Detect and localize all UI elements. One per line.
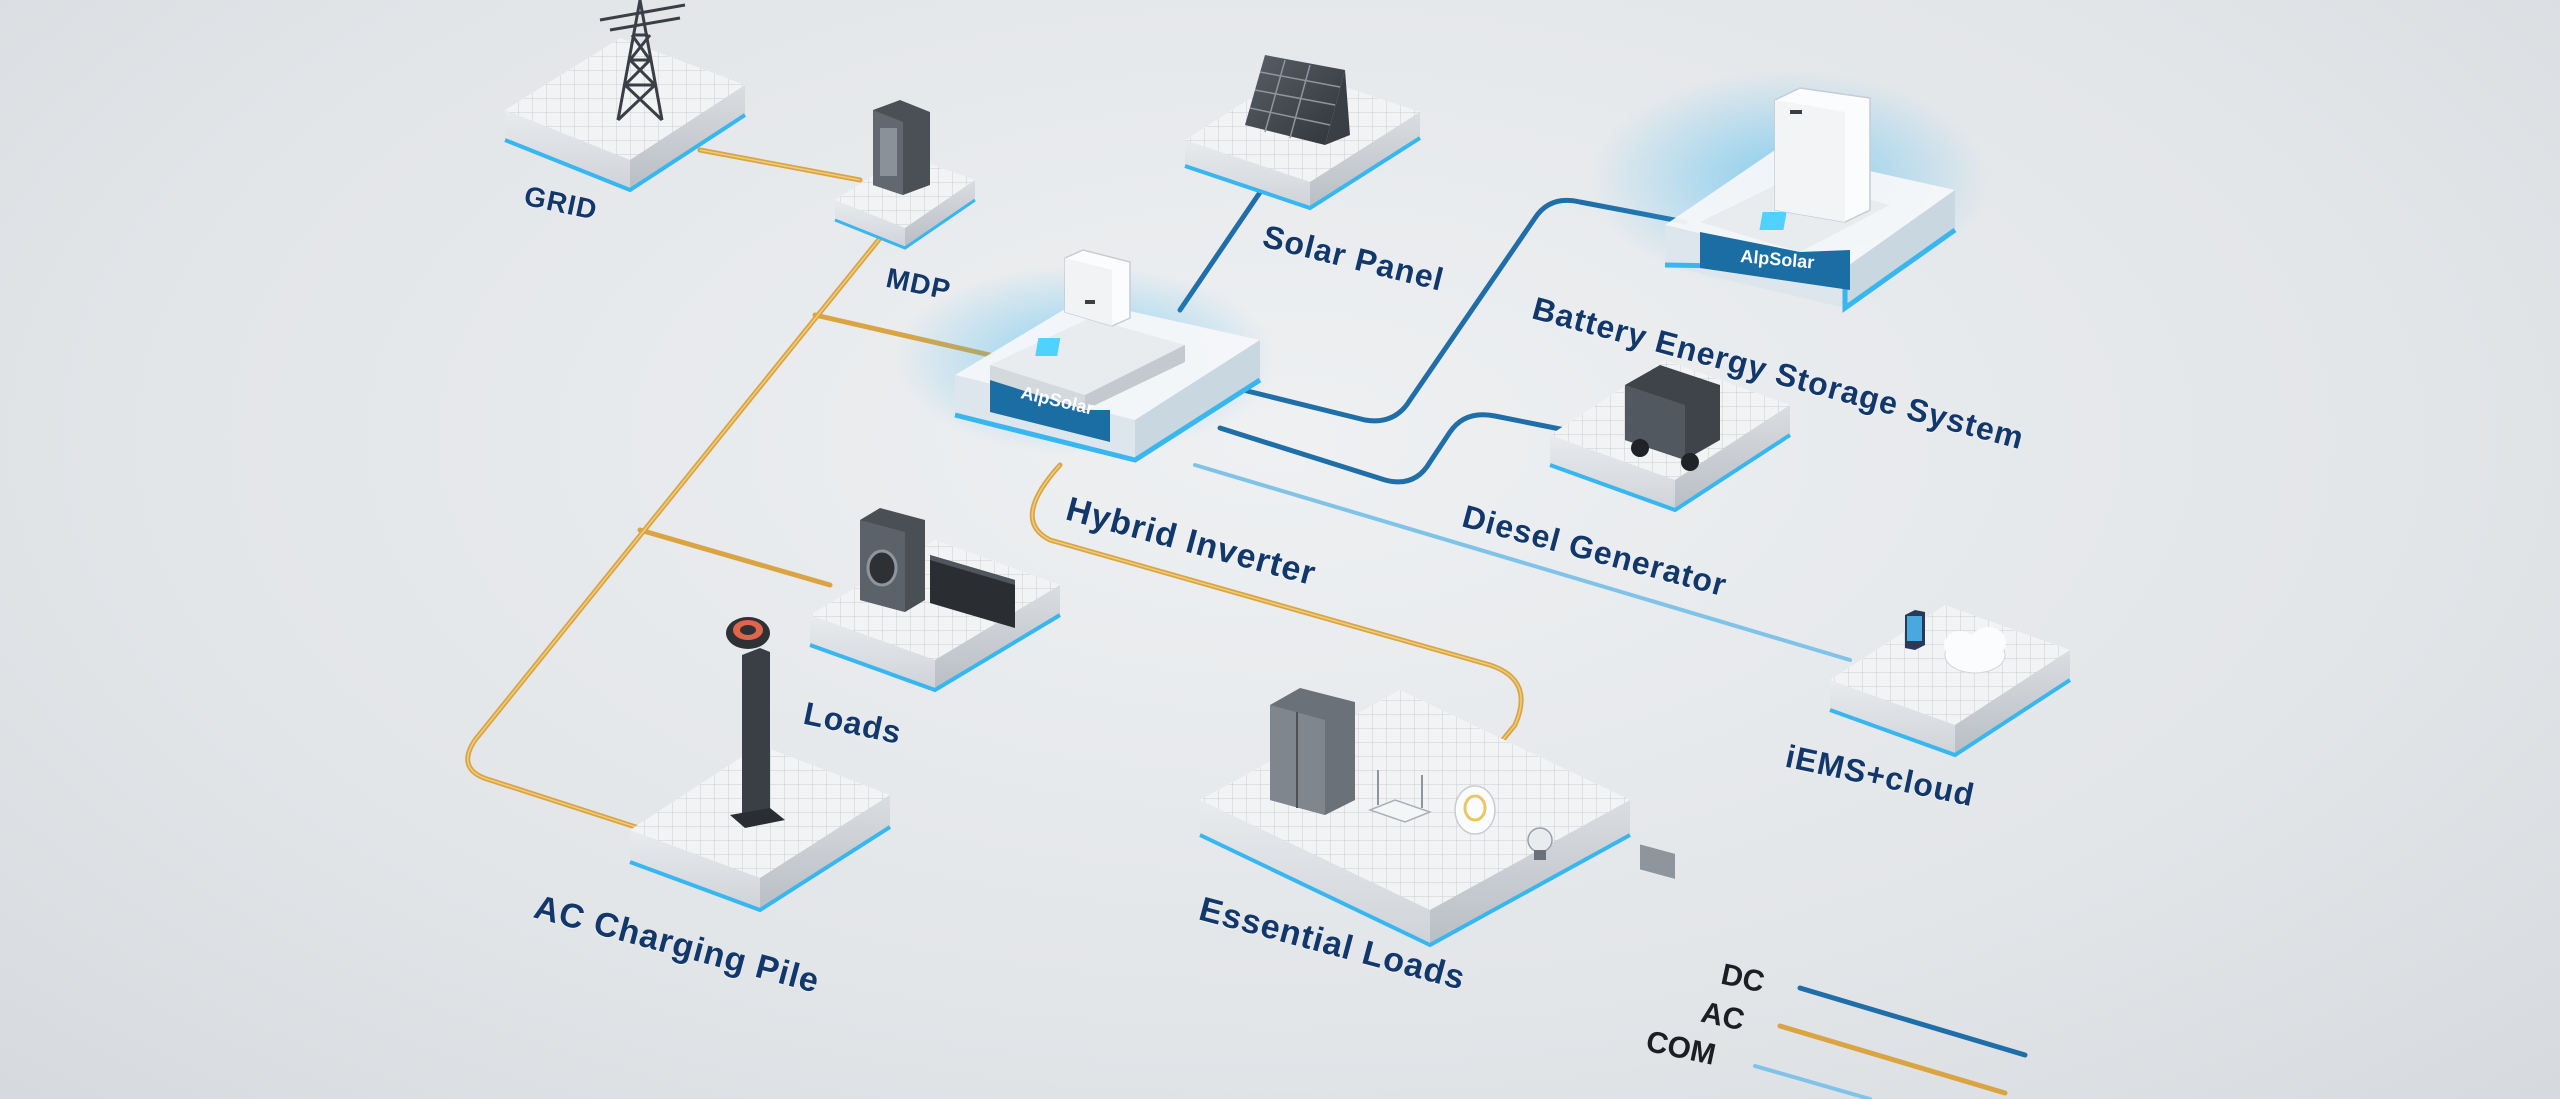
cloud-icon bbox=[1944, 627, 2006, 674]
com-line-inverter-iems bbox=[1193, 463, 1852, 662]
grid-platform bbox=[504, 38, 747, 193]
ac-connections-highlight bbox=[466, 149, 1522, 831]
light-bulb-icon bbox=[1527, 827, 1553, 860]
transmission-tower-icon bbox=[599, 0, 686, 122]
smart-speaker-icon bbox=[1454, 785, 1496, 835]
legend-ac-swatch bbox=[1777, 1023, 2008, 1096]
legend-com-swatch bbox=[1753, 1064, 1872, 1099]
charging-pile-icon bbox=[726, 617, 785, 828]
distribution-panel-icon bbox=[873, 100, 930, 195]
generator-icon bbox=[1625, 365, 1720, 879]
ac-line-trunk-loads bbox=[637, 527, 833, 588]
legend bbox=[1753, 985, 2028, 1099]
phone-icon bbox=[1905, 610, 1925, 650]
router-icon bbox=[1367, 770, 1433, 823]
ac-line-mdp-trunk bbox=[465, 229, 888, 833]
dc-line-inverter-bess bbox=[1232, 197, 1688, 424]
solar-panel-icon bbox=[1245, 55, 1350, 145]
battery-cabinet-icon bbox=[1774, 87, 1871, 223]
bess-brand-plate: AlpSolar bbox=[1700, 232, 1850, 290]
legend-dc-swatch bbox=[1797, 985, 2028, 1058]
washing-machine-icon bbox=[860, 508, 925, 612]
dc-line-inverter-diesel bbox=[1217, 412, 1578, 485]
hybrid-inverter-icon bbox=[1064, 249, 1131, 327]
refrigerator-icon bbox=[1270, 688, 1355, 815]
tv-icon bbox=[930, 555, 1015, 628]
com-connections bbox=[1193, 463, 1852, 662]
iems-platform bbox=[1829, 605, 2072, 758]
